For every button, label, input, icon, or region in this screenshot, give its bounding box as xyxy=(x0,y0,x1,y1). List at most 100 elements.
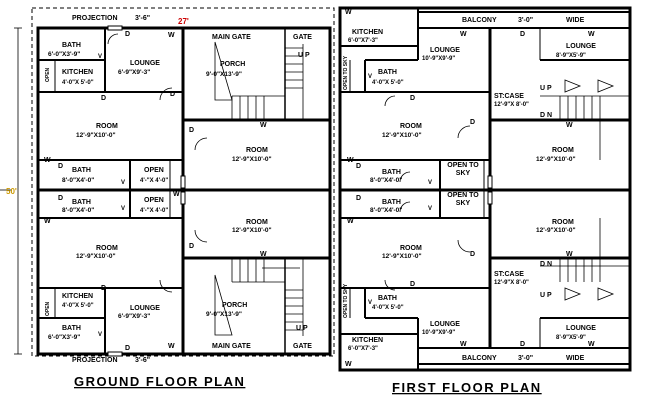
main-gate-top: MAIN GATE xyxy=(212,34,251,41)
balcony-bottom-dim: 3'-0" xyxy=(518,355,533,362)
porch-top-dim: 9'-0"X13'-9" xyxy=(206,71,242,78)
vent-marker: V xyxy=(428,180,432,186)
open-to-sky-a-label: OPEN TO SKY xyxy=(447,162,479,177)
window-marker: W xyxy=(173,191,180,198)
room-c-label: ROOM xyxy=(552,219,574,226)
ground-floor-labels: PROJECTION 3'-6" 27' 50' PROJECTION 3'-6… xyxy=(6,15,312,389)
stcase-bottom-label: ST:CASE xyxy=(494,271,524,278)
stair-dn-top: D N xyxy=(540,112,552,119)
door-marker: D xyxy=(520,341,525,348)
room-c-dim: 12'-9"X10'-0" xyxy=(232,227,272,234)
width-dim-label: 27' xyxy=(178,17,189,26)
balcony-bottom-wide: WIDE xyxy=(566,355,585,362)
ground-floor-title: GROUND FLOOR PLAN xyxy=(74,374,245,389)
stair-up-bottom: U P xyxy=(296,325,308,332)
kitchen-top-label: KITCHEN xyxy=(62,69,93,76)
room-b-label: ROOM xyxy=(552,147,574,154)
room-d-label: ROOM xyxy=(400,245,422,252)
bath-bottom-label: BATH xyxy=(378,295,397,302)
bath-top-dim: 4'-0"X 5'-0" xyxy=(372,80,404,86)
door-marker: D xyxy=(470,119,475,126)
porch-bottom-label: PORCH xyxy=(222,302,247,309)
kitchen-bottom-label: KITCHEN xyxy=(62,293,93,300)
lounge-b-bottom-dim: 8'-9"X5'-9" xyxy=(556,335,586,341)
door-marker: D xyxy=(410,281,415,288)
open-to-sky-vertical-bottom: OPEN TO SKY xyxy=(343,283,349,318)
lounge-bottom-label: LOUNGE xyxy=(130,305,160,312)
window-marker: W xyxy=(588,341,595,348)
first-floor-plan xyxy=(338,6,632,372)
lounge-a-bottom-label: LOUNGE xyxy=(430,321,460,328)
projection-dim-top: 3'-6" xyxy=(135,15,150,22)
door-marker: D xyxy=(356,195,361,202)
open-to-sky-b-label: OPEN TO SKY xyxy=(447,192,479,207)
window-marker: W xyxy=(44,157,51,164)
door-marker: D xyxy=(170,91,175,98)
door-marker: D xyxy=(101,285,106,292)
kitchen-top-dim: 6'-0"X7'-3" xyxy=(348,38,378,44)
door-marker: D xyxy=(520,31,525,38)
porch-top-label: PORCH xyxy=(220,61,245,68)
room-d-dim: 12'-9"X10'-0" xyxy=(76,253,116,260)
open-vertical-top: OPEN xyxy=(45,67,51,82)
bath-mid-b-dim: 8'-0"X4'-0" xyxy=(370,207,402,214)
window-marker: W xyxy=(260,251,267,258)
projection-label-top: PROJECTION xyxy=(72,15,118,22)
kitchen-bottom-dim: 4'-0"X 5'-0" xyxy=(62,303,94,309)
balcony-bottom-label: BALCONY xyxy=(462,355,497,362)
room-d-dim: 12'-9"X10'-0" xyxy=(382,253,422,260)
lounge-b-top-label: LOUNGE xyxy=(566,43,596,50)
vent-marker: V xyxy=(98,332,102,338)
window-marker: W xyxy=(168,343,175,350)
stair-up-bottom: U P xyxy=(540,292,552,299)
door-marker: D xyxy=(410,95,415,102)
lounge-b-bottom-label: LOUNGE xyxy=(566,325,596,332)
door-marker: D xyxy=(101,95,106,102)
room-a-dim: 12'-9"X10'-0" xyxy=(76,132,116,139)
room-a-label: ROOM xyxy=(96,123,118,130)
projection-outline xyxy=(31,7,335,357)
kitchen-top-label: KITCHEN xyxy=(352,29,383,36)
lounge-a-bottom-dim: 10'-9"X9'-9" xyxy=(422,330,455,336)
bath-mid-a-dim: 8'-0"X4'-0" xyxy=(370,177,402,184)
room-a-dim: 12'-9"X10'-0" xyxy=(382,132,422,139)
open-a-label: OPEN xyxy=(144,167,164,174)
bath-mid-a-label: BATH xyxy=(382,169,401,176)
window-marker: W xyxy=(168,32,175,39)
bath-top-label: BATH xyxy=(62,42,81,49)
balcony-top-dim: 3'-0" xyxy=(518,17,533,24)
room-b-dim: 12'-9"X10'-0" xyxy=(536,156,576,163)
lounge-a-top-dim: 10'-9"X9'-9" xyxy=(422,56,455,62)
room-a-label: ROOM xyxy=(400,123,422,130)
bath-mid-b-label: BATH xyxy=(382,199,401,206)
room-d-label: ROOM xyxy=(96,245,118,252)
open-a-dim: 4'-"X 4'-0" xyxy=(140,178,168,184)
stcase-top-label: ST:CASE xyxy=(494,93,524,100)
porch-bottom-dim: 9'-0"X13'-9" xyxy=(206,311,242,318)
window-marker: W xyxy=(44,218,51,225)
gate-top: GATE xyxy=(293,34,312,41)
vent-marker: V xyxy=(368,300,372,306)
kitchen-bottom-label: KITCHEN xyxy=(352,337,383,344)
door-marker: D xyxy=(125,345,130,352)
stair-up-top: U P xyxy=(298,52,310,59)
bath-mid-b-dim: 8'-0"X4'-0" xyxy=(62,207,94,214)
open-b-dim: 4'-"X 4'-0" xyxy=(140,208,168,214)
projection-dim-bottom: 3'-6" xyxy=(135,357,150,364)
door-marker: D xyxy=(58,195,63,202)
open-to-sky-vertical-top: OPEN TO SKY xyxy=(343,55,349,90)
vent-marker: V xyxy=(121,180,125,186)
lounge-b-top-dim: 8'-9"X5'-9" xyxy=(556,53,586,59)
window-marker: W xyxy=(566,251,573,258)
door-marker: D xyxy=(189,243,194,250)
bath-mid-a-dim: 8'-0"X4'-0" xyxy=(62,177,94,184)
open-b-label: OPEN xyxy=(144,197,164,204)
bath-top-dim: 6'-0"X3'-9" xyxy=(48,51,80,58)
projection-label-bottom: PROJECTION xyxy=(72,357,118,364)
door-marker: D xyxy=(58,163,63,170)
open-vertical-bottom: OPEN xyxy=(45,301,51,316)
window-marker: W xyxy=(345,9,352,16)
kitchen-bottom-dim: 6'-0"X7'-3" xyxy=(348,346,378,352)
bath-top-label: BATH xyxy=(378,69,397,76)
